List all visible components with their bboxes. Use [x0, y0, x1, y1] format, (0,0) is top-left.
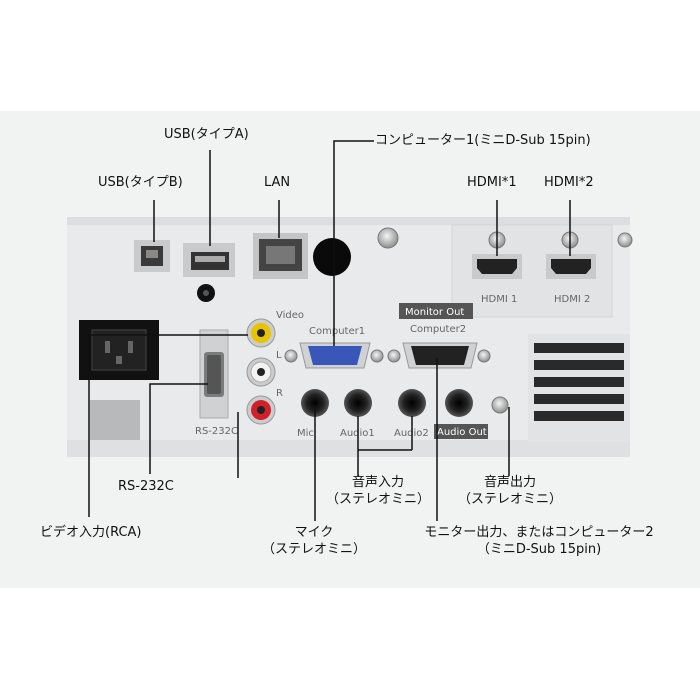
callout-audio-out-line2: （ステレオミニ）	[457, 492, 562, 507]
audio-jacks	[301, 389, 509, 439]
callout-computer1: コンピューター1(ミニD-Sub 15pin)	[375, 133, 591, 148]
vga-computer2-port	[399, 303, 478, 369]
callout-monitor-out: モニター出力、またはコンピューター2 （ミニD-Sub 15pin)	[404, 524, 674, 558]
panel-label-computer2: Computer2	[410, 324, 466, 335]
callout-hdmi2: HDMI*2	[544, 175, 594, 190]
callout-usb-a: USB(タイプA)	[164, 127, 249, 142]
rs232c-port	[199, 329, 229, 419]
sensor-dot	[313, 238, 351, 276]
callout-audio-in: 音声入力 （ステレオミニ）	[320, 474, 436, 508]
callout-usb-b: USB(タイプB)	[98, 175, 183, 190]
rca-jacks	[246, 318, 276, 425]
callout-mic-line2: （ステレオミニ）	[261, 542, 366, 557]
callout-audio-out: 音声出力 （ステレオミニ）	[452, 474, 568, 508]
panel-label-computer1: Computer1	[309, 326, 365, 337]
panel-label-hdmi1: HDMI 1	[481, 294, 517, 305]
callout-audio-out-line1: 音声出力	[483, 475, 536, 490]
leader-lines	[88, 140, 571, 521]
callout-rs232c: RS-232C	[118, 479, 174, 494]
callout-audio-in-line2: （ステレオミニ）	[325, 492, 430, 507]
callout-video-rca: ビデオ入力(RCA)	[40, 525, 142, 540]
panel-label-l: L	[276, 350, 282, 361]
callout-monitor-out-line1: モニター出力、またはコンピューター2	[424, 525, 654, 540]
callout-audio-in-line1: 音声入力	[351, 475, 404, 490]
callout-lan: LAN	[264, 175, 291, 190]
panel-label-rs232c: RS-232C	[195, 426, 238, 437]
panel-label-mic: Mic	[297, 428, 314, 439]
panel-label-hdmi2: HDMI 2	[554, 294, 590, 305]
power-inlet	[79, 320, 159, 380]
hdmi-ports	[472, 254, 596, 279]
panel-label-monitor-out: Monitor Out	[405, 307, 464, 318]
usb-b-port	[134, 240, 170, 272]
panel-label-video: Video	[276, 310, 304, 321]
usb-a-port	[183, 243, 235, 302]
panel-label-audio-out: Audio Out	[437, 427, 487, 438]
vent-grille	[528, 334, 630, 442]
callout-monitor-out-line2: （ミニD-Sub 15pin)	[476, 542, 602, 557]
callout-mic: マイク （ステレオミニ）	[256, 524, 372, 558]
panel-label-r: R	[276, 388, 283, 399]
vga-computer1-port	[299, 342, 371, 369]
lan-port	[253, 233, 308, 279]
callout-hdmi1: HDMI*1	[467, 175, 517, 190]
callout-mic-line1: マイク	[294, 525, 334, 540]
